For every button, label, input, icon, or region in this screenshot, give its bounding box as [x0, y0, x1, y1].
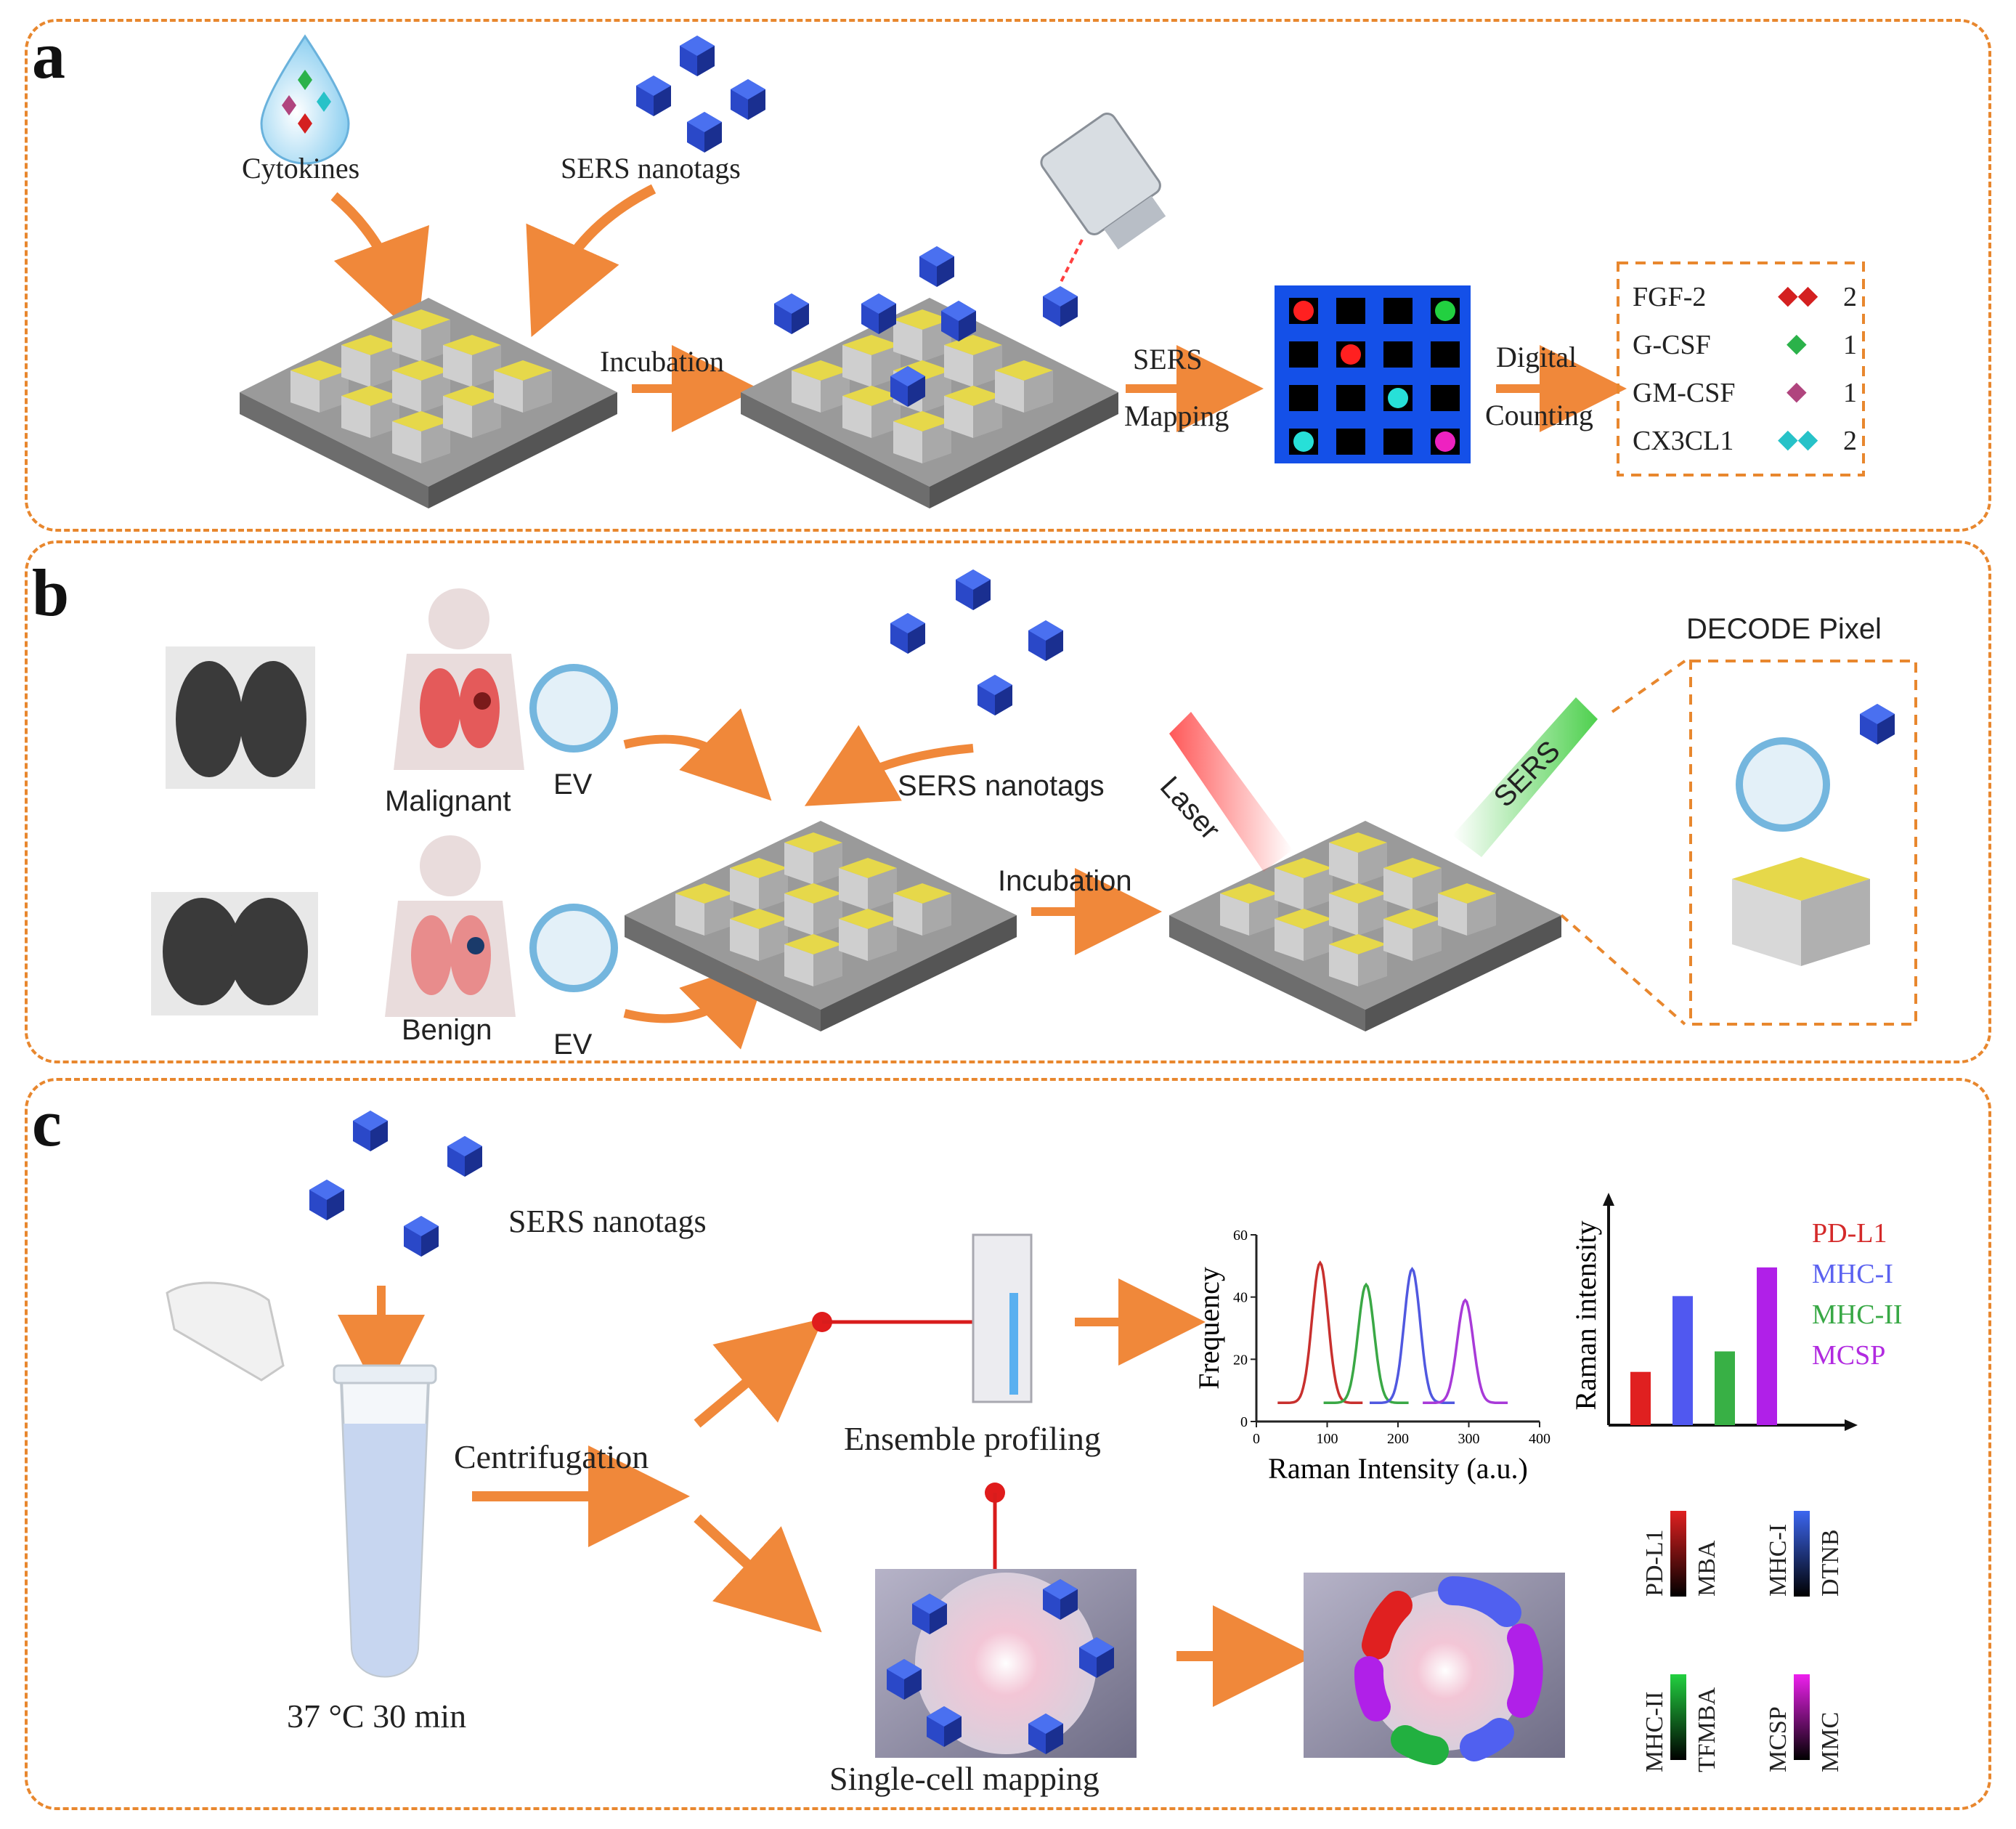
bar-y-axis-label: Raman intensity	[1569, 1220, 1602, 1410]
cytokine-droplet-icon	[260, 34, 350, 165]
cb-reporter-tfmba: TFMBA	[1694, 1687, 1720, 1772]
count-table: FGF-2 ◆◆ 2 G-CSF ◆ 1 GM-CSF ◆ 1 CX3CL1 ◆…	[1633, 276, 1858, 468]
count-name: CX3CL1	[1633, 426, 1734, 456]
digital-counting-line2: Counting	[1485, 399, 1593, 431]
body-benign	[385, 835, 516, 1017]
cb-reporter-dtnb: DTNB	[1817, 1529, 1844, 1597]
ev-label-top: EV	[553, 768, 593, 800]
sers-mapping-line2: Mapping	[1124, 400, 1229, 432]
y-tick-label: 40	[1233, 1290, 1248, 1306]
objective-lens-icon	[1040, 113, 1166, 250]
nanotags-label-c: SERS nanotags	[508, 1204, 707, 1239]
panel-c-letter: c	[32, 1086, 62, 1160]
cb-marker-mcsp: MCSP	[1765, 1706, 1792, 1772]
count-row: G-CSF ◆ 1	[1633, 324, 1858, 372]
centrifuge-tube-icon	[166, 1281, 437, 1678]
spectrum-line-2	[1323, 1282, 1409, 1405]
sers-mapping-line1: SERS	[1133, 343, 1203, 376]
cb-reporter-mmc: MMC	[1817, 1711, 1844, 1772]
x-tick-label: 300	[1458, 1431, 1480, 1447]
nanotags-label-a: SERS nanotags	[561, 152, 741, 184]
bar-x-arrowhead	[1845, 1419, 1858, 1431]
count-row: CX3CL1 ◆◆ 2	[1633, 420, 1858, 468]
y-tick-label: 0	[1240, 1414, 1248, 1430]
bar-mhc-i	[1672, 1296, 1693, 1425]
count-name: G-CSF	[1633, 330, 1711, 360]
panel-c-frame	[25, 1078, 1991, 1810]
count-box	[1617, 261, 1865, 476]
panel-b-artwork	[151, 569, 1917, 1050]
benign-label: Benign	[402, 1014, 492, 1046]
panel-b-frame	[25, 540, 1991, 1063]
cx3cl1-diamond-icon: ◆◆	[1778, 423, 1818, 453]
y-axis-label: Frequency	[1192, 1267, 1225, 1390]
colorbar-pdl1	[1670, 1511, 1686, 1597]
count-name: FGF-2	[1633, 282, 1707, 312]
sers-mapping-grid	[1275, 285, 1471, 463]
nanotags-label-b: SERS nanotags	[898, 770, 1105, 802]
count-value: 2	[1843, 282, 1857, 312]
fgf2-diamond-icon: ◆◆	[1778, 280, 1818, 309]
cuvette-icon	[972, 1233, 1033, 1403]
count-name: GM-CSF	[1633, 378, 1736, 408]
raman-intensity-bar-chart: Raman intensity	[1569, 1193, 1858, 1431]
x-tick-label: 200	[1387, 1431, 1409, 1447]
count-value: 2	[1843, 426, 1857, 456]
decode-pixel-label: DECODE Pixel	[1686, 613, 1882, 645]
spectrum-line-4	[1423, 1298, 1508, 1405]
bar-mhc-ii	[1715, 1351, 1735, 1425]
laser-beam	[1169, 712, 1293, 872]
incubation-label-a: Incubation	[600, 345, 725, 378]
body-malignant	[394, 588, 524, 770]
centrifugation-label: Centrifugation	[454, 1438, 649, 1475]
panel-a-letter: a	[32, 18, 65, 92]
x-axis-label: Raman Intensity (a.u.)	[1268, 1452, 1528, 1485]
incubation-label-b: Incubation	[998, 865, 1132, 897]
cb-marker-pdl1: PD-L1	[1641, 1529, 1668, 1597]
cb-marker-mhc1: MHC-I	[1765, 1523, 1792, 1597]
digital-counting-line1: Digital	[1496, 341, 1577, 373]
y-tick-label: 20	[1233, 1352, 1248, 1368]
panel-a-artwork	[240, 34, 1865, 508]
panel-b-letter: b	[32, 556, 70, 630]
cb-marker-mhc2: MHC-II	[1641, 1691, 1668, 1772]
x-tick-label: 0	[1253, 1431, 1260, 1447]
bar-pd-l1	[1630, 1371, 1651, 1425]
panel-c-artwork	[166, 1111, 1810, 1765]
spectrum-line-1	[1277, 1260, 1363, 1405]
legend-mhc1: MHC-I	[1812, 1259, 1893, 1289]
count-value: 1	[1843, 330, 1857, 360]
ev-label-bottom: EV	[553, 1029, 593, 1061]
sers-beam	[1452, 697, 1598, 857]
ensemble-profiling-label: Ensemble profiling	[844, 1420, 1101, 1457]
colorbar-mhc1	[1794, 1511, 1810, 1597]
cytokines-label: Cytokines	[242, 152, 360, 184]
count-value: 1	[1843, 378, 1857, 408]
x-tick-label: 100	[1317, 1431, 1338, 1447]
bar-y-arrowhead	[1603, 1193, 1614, 1206]
ev-benign	[529, 904, 618, 992]
decode-pixel-box	[1689, 660, 1917, 1026]
legend-mcsp: MCSP	[1812, 1340, 1886, 1371]
gmcsf-diamond-icon: ◆	[1787, 376, 1807, 405]
cb-reporter-mba: MBA	[1694, 1540, 1720, 1597]
x-tick-label: 400	[1529, 1431, 1550, 1447]
legend-mhc2: MHC-II	[1812, 1299, 1903, 1330]
y-tick-label: 60	[1233, 1228, 1248, 1244]
malignant-label: Malignant	[385, 785, 511, 817]
panel-a-frame	[25, 19, 1991, 532]
colorbar-mhc2	[1670, 1674, 1686, 1760]
count-row: GM-CSF ◆ 1	[1633, 372, 1858, 420]
temperature-label: 37 °C 30 min	[287, 1698, 467, 1735]
ev-malignant	[529, 664, 618, 753]
count-row: FGF-2 ◆◆ 2	[1633, 276, 1858, 324]
colorbar-mcsp	[1794, 1674, 1810, 1760]
gcsf-diamond-icon: ◆	[1787, 328, 1807, 357]
legend-pdl1: PD-L1	[1812, 1218, 1887, 1249]
bar-mcsp	[1757, 1267, 1777, 1425]
bar-legend: PD-L1 MHC-I MHC-II MCSP	[1812, 1213, 1903, 1376]
single-cell-mapping-label: Single-cell mapping	[829, 1760, 1100, 1797]
